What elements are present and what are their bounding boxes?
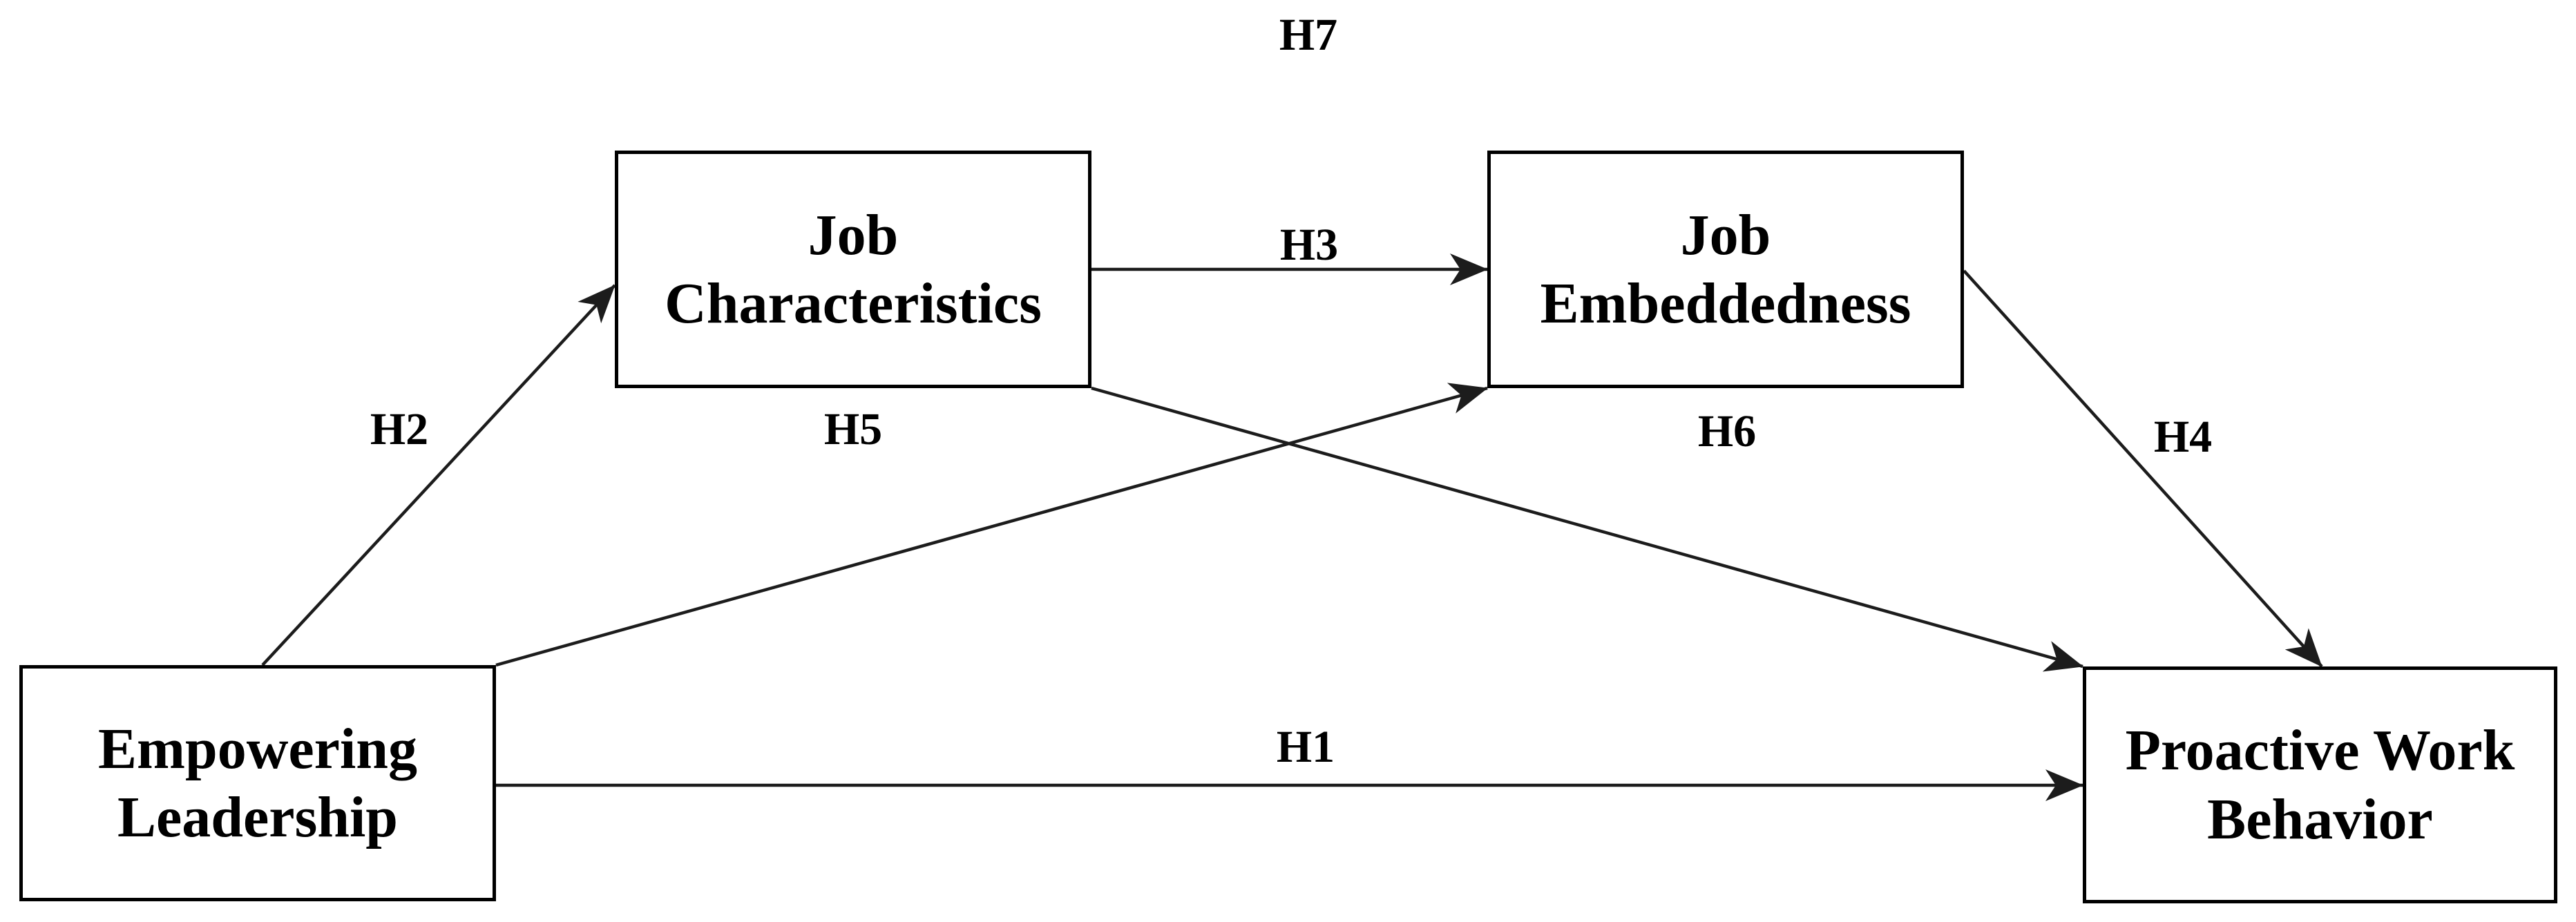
hypothesis-label-h4: H4 <box>2153 412 2213 462</box>
hypothesis-label-h6: H6 <box>1697 406 1757 457</box>
hypothesis-label-h3: H3 <box>1279 220 1339 270</box>
hypothesis-label-h1: H1 <box>1276 722 1335 772</box>
edge-h4-arrow <box>1963 269 2323 668</box>
node-label-line: Embeddedness <box>1540 271 1911 336</box>
node-label-line: Empowering <box>98 716 417 781</box>
edge-h2-arrow <box>261 284 616 666</box>
hypothesis-label-h5: H5 <box>823 404 883 454</box>
edge-h5-arrow <box>1091 386 2083 672</box>
node-job-embeddedness: Job Embeddedness <box>1487 151 1964 388</box>
node-label-line: Leadership <box>117 785 399 849</box>
hypothesis-label-h2: H2 <box>370 404 429 454</box>
node-proactive-work-behavior: Proactive Work Behavior <box>2083 666 2557 903</box>
node-label-line: Job <box>808 202 899 267</box>
node-label-line: Behavior <box>2207 787 2433 852</box>
edge-h6-arrow <box>495 383 1488 667</box>
node-label-line: Characteristics <box>665 271 1042 336</box>
node-empowering-leadership: Empowering Leadership <box>19 665 496 901</box>
node-job-characteristics: Job Characteristics <box>615 151 1091 388</box>
node-label-line: Job <box>1680 202 1771 267</box>
hypothesis-label-h7: H7 <box>1279 10 1338 60</box>
node-label-line: Proactive Work <box>2125 718 2515 783</box>
